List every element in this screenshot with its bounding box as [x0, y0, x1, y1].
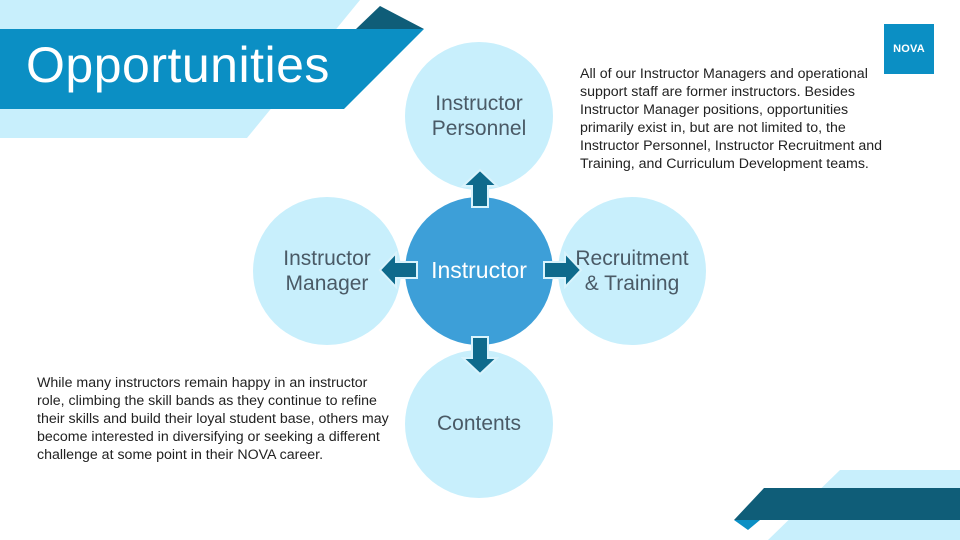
- circle-left-line-2: Manager: [285, 272, 369, 295]
- arrow-right-icon: [543, 251, 583, 289]
- circle-instructor-personnel: Instructor Personnel: [405, 42, 553, 190]
- circle-right-line-1: Recruitment: [575, 246, 689, 270]
- circle-instructor-center: Instructor: [405, 197, 553, 345]
- circle-top-line-2: Personnel: [431, 117, 527, 140]
- circle-left-line-1: Instructor: [283, 246, 371, 270]
- description-right: All of our Instructor Managers and opera…: [580, 66, 883, 172]
- corner-dark-shape: [734, 488, 960, 520]
- description-left: While many instructors remain happy in a…: [37, 375, 389, 463]
- circle-top-line-1: Instructor: [435, 91, 523, 115]
- circle-instructor-manager: Instructor Manager: [253, 197, 401, 345]
- circle-recruitment-training: Recruitment & Training: [558, 197, 706, 345]
- arrow-left-icon: [378, 251, 418, 289]
- circle-right-line-2: & Training: [584, 272, 680, 295]
- nova-logo: NOVA: [884, 24, 934, 74]
- circle-contents: Contents: [405, 350, 553, 498]
- corner-accent-shape: [734, 520, 760, 530]
- arrow-up-icon: [461, 168, 499, 208]
- title-banner-dark-tab: [356, 6, 424, 29]
- slide-title: Opportunities: [26, 37, 330, 93]
- title-banner-shape: [0, 29, 424, 109]
- circle-bottom-label: Contents: [436, 412, 522, 436]
- arrow-down-icon: [461, 336, 499, 376]
- circle-center-label: Instructor: [431, 257, 527, 284]
